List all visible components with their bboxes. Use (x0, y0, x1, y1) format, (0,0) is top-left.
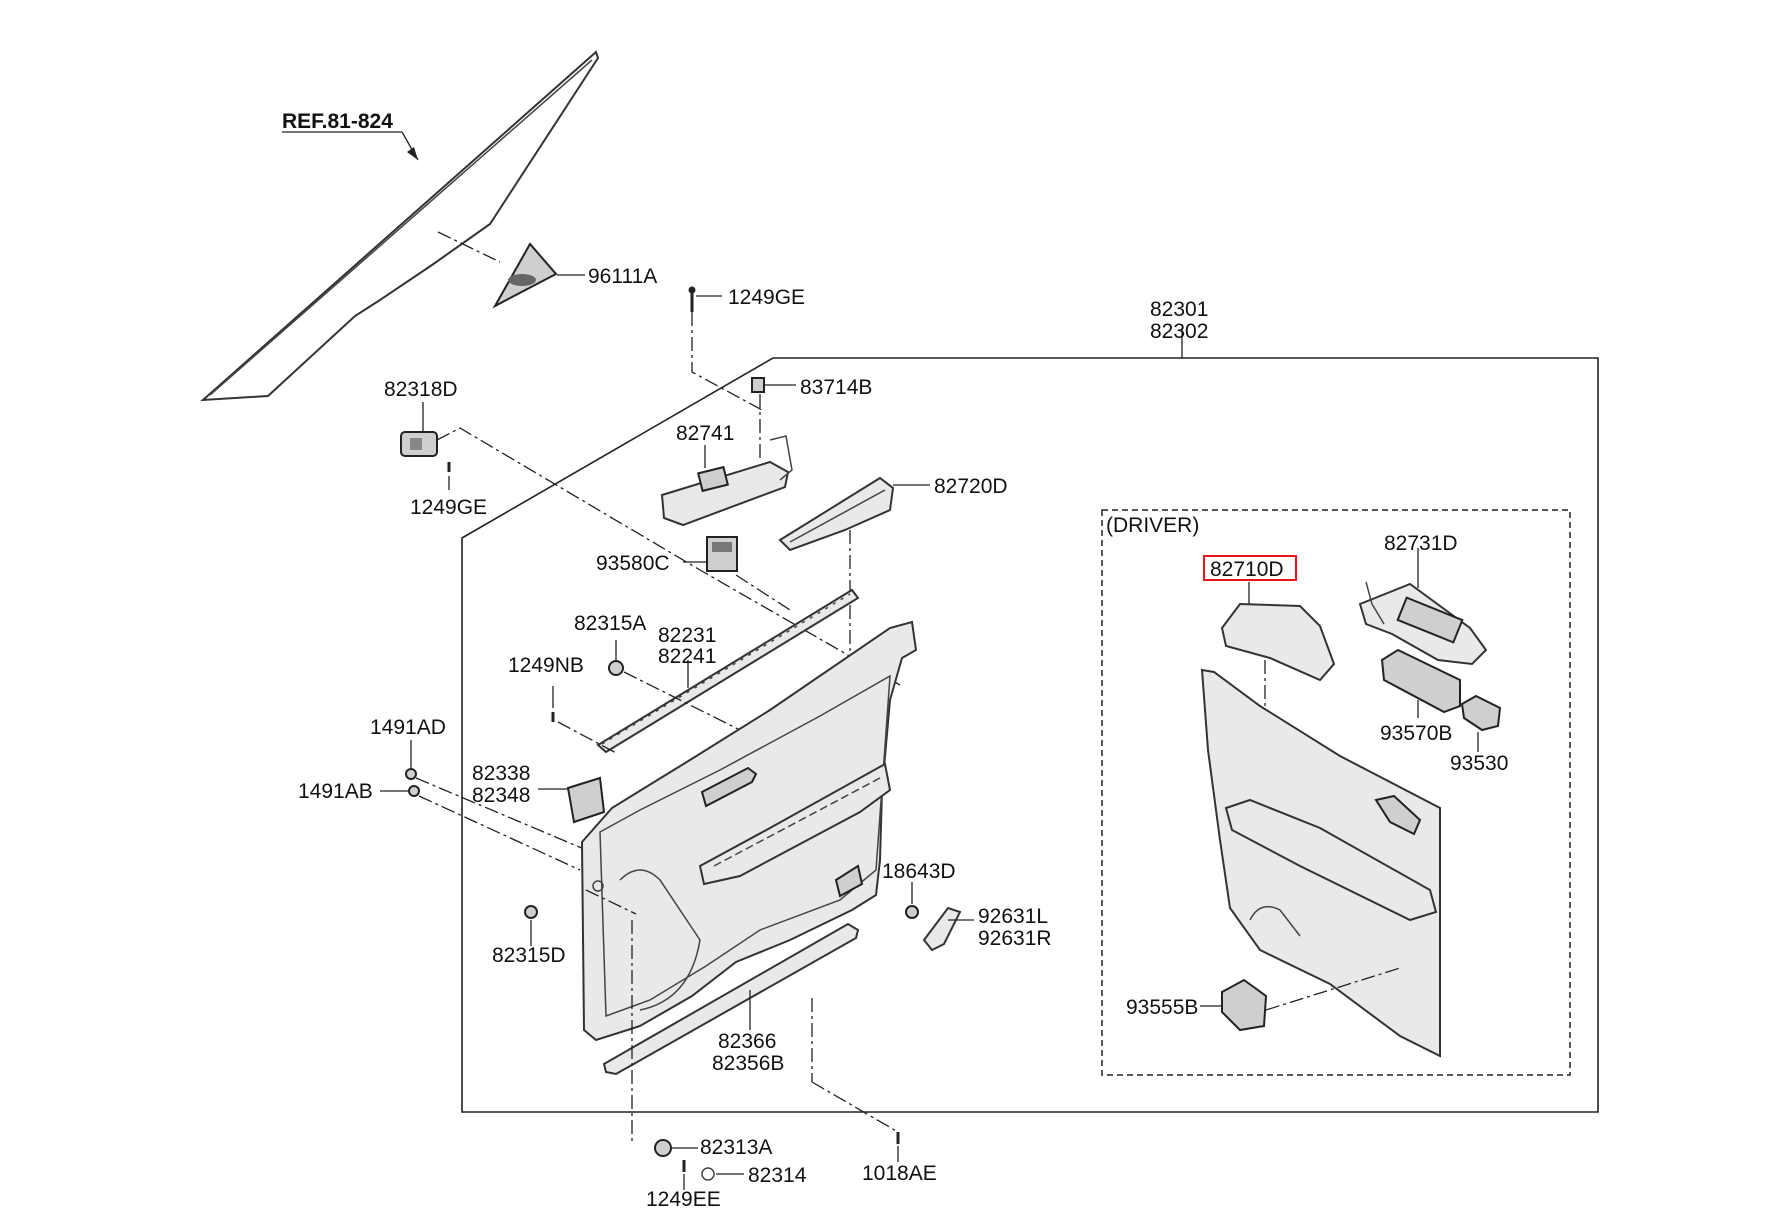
label-1249GE-top: 1249GE (728, 286, 805, 309)
part-96111A-detail (508, 274, 536, 286)
dash-1491AD (415, 777, 611, 861)
part-82318D-detail (410, 438, 422, 450)
dash-82315A (623, 671, 741, 731)
label-93530: 93530 (1450, 752, 1508, 775)
label-82366: 82366 (718, 1030, 776, 1053)
part-1491AB-shape (408, 785, 420, 797)
label-82231: 82231 (658, 624, 716, 647)
part-82731D-bracket (1365, 581, 1385, 625)
label-82741: 82741 (676, 422, 734, 445)
door-glass-outline (200, 50, 600, 402)
label-82318D: 82318D (384, 378, 458, 401)
dash-trim-hole (585, 889, 637, 915)
part-82710D-shape (1220, 602, 1336, 682)
screw-1249GE-top-head (688, 286, 696, 294)
door-speaker-grill (834, 864, 864, 898)
label-1491AB: 1491AB (298, 780, 373, 803)
label-82731D: 82731D (1384, 532, 1458, 555)
glass-edge-line (209, 59, 593, 396)
label-1249EE: 1249EE (646, 1188, 721, 1211)
dash-1018AE (811, 1081, 899, 1133)
driver-handle-bezel (1374, 794, 1422, 836)
driver-armrest-area (1224, 798, 1438, 922)
section-label-driver: (DRIVER) (1106, 514, 1199, 537)
label-82241: 82241 (658, 645, 716, 668)
door-trim-panel (580, 620, 918, 1042)
label-93580C: 93580C (596, 552, 670, 575)
part-82315D-shape (524, 905, 538, 919)
label-83714B: 83714B (800, 376, 872, 399)
label-1018AE: 1018AE (862, 1162, 937, 1185)
part-82741-window (696, 465, 730, 493)
part-82720D-edge (789, 489, 886, 543)
door-armrest-detail (713, 777, 881, 867)
label-82314: 82314 (748, 1164, 807, 1187)
part-93555B-shape (1221, 978, 1268, 1032)
part-82720D-shape (778, 476, 895, 552)
label-1249NB: 1249NB (508, 654, 584, 677)
driver-section-box (1101, 509, 1571, 1076)
label-92631L: 92631L (978, 905, 1048, 928)
part-82741-shape (660, 460, 790, 527)
part-18643D-shape (905, 905, 919, 919)
label-82710D: 82710D (1210, 558, 1284, 581)
door-trim-inner-edge (599, 674, 891, 1018)
dash-93580C (735, 574, 791, 611)
door-handle-bezel (700, 766, 758, 808)
label-82338: 82338 (472, 762, 530, 785)
part-82231-strip-holes (601, 593, 851, 745)
reference-label: REF.81-824 (282, 110, 393, 133)
label-93555B: 93555B (1126, 996, 1198, 1019)
part-82338-shape (566, 776, 606, 824)
part-92631L-shape (922, 906, 962, 952)
label-82315D: 82315D (492, 944, 566, 967)
driver-trim-pocket (1249, 905, 1301, 937)
part-93580C-detail (712, 542, 732, 552)
highlight-box-82710D (1203, 555, 1297, 581)
part-82231-strip (596, 588, 860, 754)
part-93530-shape (1460, 694, 1502, 732)
label-92631R: 92631R (978, 927, 1052, 950)
label-82348: 82348 (472, 784, 530, 807)
part-82366-strip (602, 922, 860, 1076)
part-82313A-shape (654, 1139, 672, 1157)
dash-1249GE-top (691, 312, 763, 411)
label-96111A: 96111A (588, 265, 657, 288)
dash-93555B (1265, 967, 1401, 1011)
part-93570B-shape (1380, 648, 1461, 714)
label-1491AD: 1491AD (370, 716, 446, 739)
label-93570B: 93570B (1380, 722, 1452, 745)
ref-arrow-head (407, 147, 418, 160)
door-armrest-area (698, 762, 892, 886)
part-82741-bracket (769, 435, 793, 481)
part-82731D-switches (1396, 596, 1464, 644)
dash-1491AB (418, 795, 581, 871)
label-82720D: 82720D (934, 475, 1008, 498)
label-82313A: 82313A (700, 1136, 772, 1159)
door-trim-hole (592, 880, 604, 892)
label-82356B: 82356B (712, 1052, 784, 1075)
dash-glass-96111A (437, 231, 501, 263)
label-1249GE-left: 1249GE (410, 496, 487, 519)
part-1491AD-shape (405, 768, 417, 780)
label-18643D: 18643D (882, 860, 956, 883)
label-82302: 82302 (1150, 320, 1208, 343)
door-trim-pocket (619, 869, 701, 1011)
label-82301: 82301 (1150, 298, 1208, 321)
part-82314-shape (701, 1167, 715, 1181)
label-82315A: 82315A (574, 612, 646, 635)
part-82315A-shape (608, 660, 624, 676)
dash-1249NB (557, 721, 619, 755)
part-83714B-shape (751, 377, 765, 393)
